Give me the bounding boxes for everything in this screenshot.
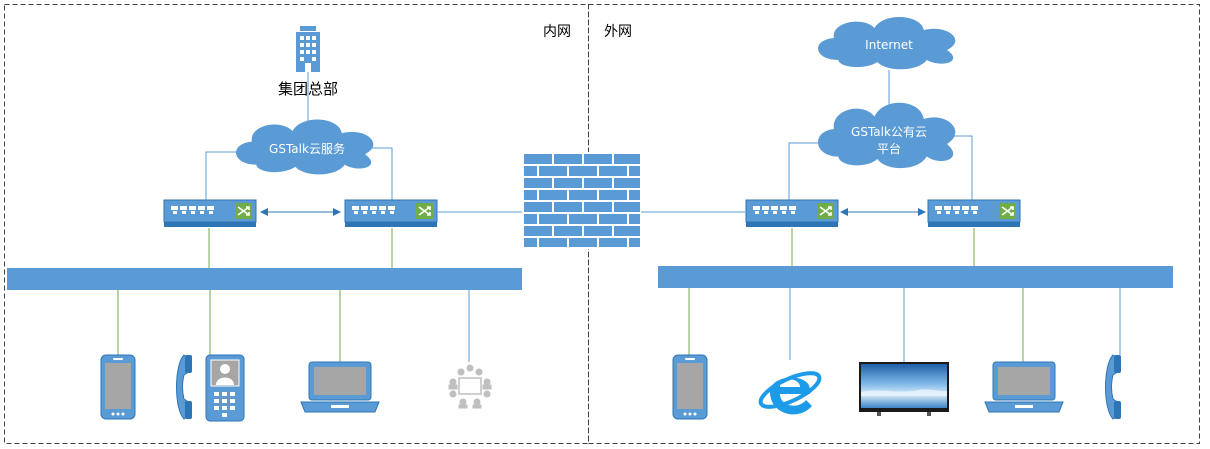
internal-lan-bus [7,268,522,290]
internet-explorer-icon [758,371,822,415]
external-links [641,70,1121,362]
gstalk-cloud-service-label: GSTalk云服务 [269,141,345,156]
external-mobile-phone-icon [672,354,708,420]
external-telephone-handset-icon [1105,354,1122,420]
conference-room-icon [448,364,492,409]
zone-label-internal: 内网 [543,24,571,40]
zone-label-external: 外网 [604,24,632,40]
internal-switch-left-icon [163,199,257,228]
internal-links [117,60,522,362]
internal-mobile-phone-icon [100,354,136,420]
headquarters-building-icon [296,26,320,72]
headquarters-label: 集团总部 [278,80,338,98]
internal-video-ip-phone-icon [176,354,245,422]
internal-laptop-icon [300,361,380,413]
external-lan-bus [658,266,1173,288]
gstalk-public-cloud-label-line2: 平台 [877,141,901,156]
smart-tv-icon [859,362,949,416]
external-switch-left-icon [745,199,839,228]
firewall-icon [522,152,642,249]
gstalk-public-cloud-label-line1: GSTalk公有云 [851,125,927,139]
external-switch-right-icon [927,199,1021,228]
internet-label: Internet [865,38,913,52]
internal-switch-right-icon [344,199,438,228]
external-laptop-icon [984,361,1064,413]
